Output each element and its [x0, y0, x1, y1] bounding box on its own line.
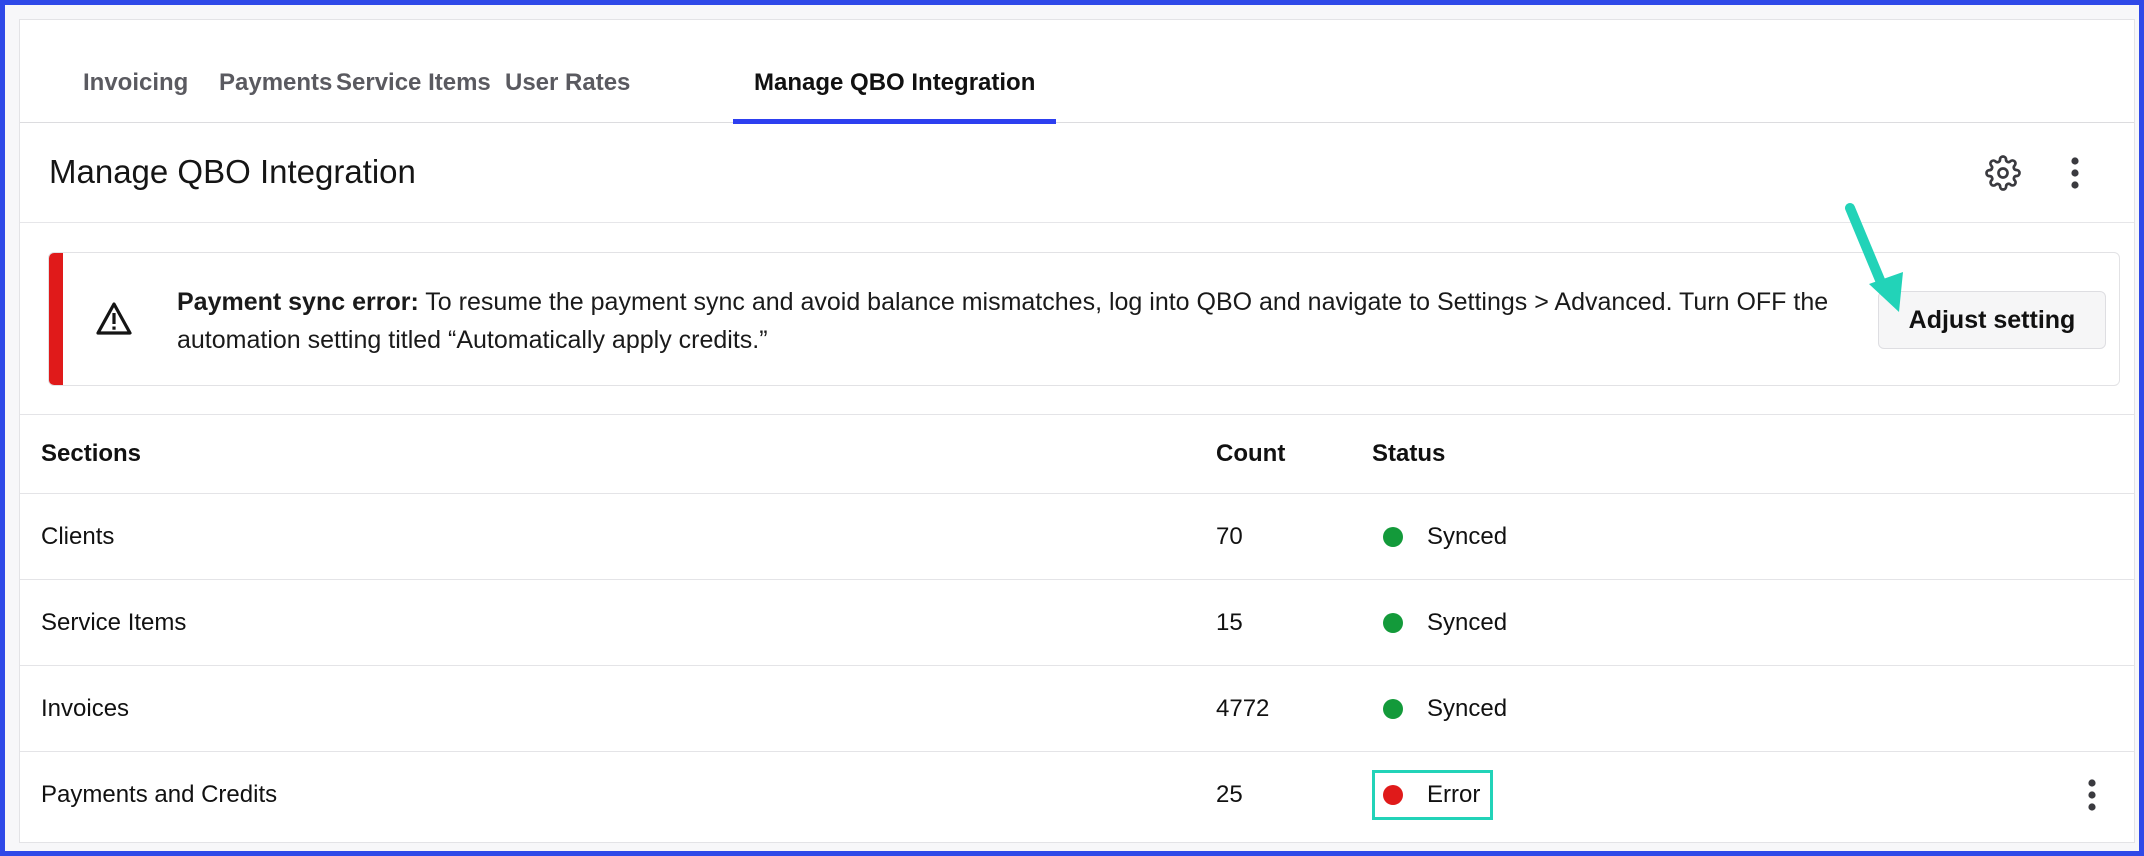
status-badge: Synced	[1372, 512, 1520, 562]
page-title: Manage QBO Integration	[49, 153, 416, 190]
status-dot-icon	[1383, 785, 1403, 805]
tab-label: Service Items	[336, 69, 491, 96]
column-header-count: Count	[1216, 440, 1286, 467]
column-header-status: Status	[1372, 440, 1446, 467]
table-row: Service Items 15 Synced	[20, 580, 2134, 666]
section-count: 70	[1216, 522, 1243, 550]
adjust-setting-button[interactable]: Adjust setting	[1878, 291, 2106, 349]
section-count: 4772	[1216, 694, 1270, 722]
status-label: Error	[1427, 781, 1481, 808]
tab-label: User Rates	[505, 69, 631, 96]
annotation-arrow-icon	[1845, 203, 1903, 312]
kebab-menu-icon	[2071, 157, 2079, 189]
table-row: Invoices 4772 Synced	[20, 666, 2134, 752]
settings-button[interactable]	[1981, 151, 2025, 195]
tab-manage-qbo-integration[interactable]: Manage QBO Integration	[733, 68, 1057, 124]
more-options-button[interactable]	[2053, 151, 2097, 195]
column-header-sections: Sections	[41, 440, 142, 467]
alert-title: Payment sync error:	[177, 288, 419, 316]
status-dot-icon	[1383, 526, 1403, 547]
tab-bar: Invoicing Payments Service Items User Ra…	[20, 20, 2134, 124]
main-card: Invoicing Payments Service Items User Ra…	[19, 19, 2135, 843]
tab-service-items[interactable]: Service Items	[315, 68, 512, 123]
table-header-row: Sections Count Status	[20, 415, 2134, 494]
section-count: 25	[1216, 781, 1243, 808]
section-name: Service Items	[41, 608, 187, 636]
tab-label: Manage QBO Integration	[754, 69, 1036, 96]
status-cell: Synced	[1372, 580, 1520, 665]
active-tab-indicator	[733, 119, 1057, 124]
section-name: Payments and Credits	[41, 781, 278, 808]
status-label: Synced	[1427, 522, 1508, 550]
status-badge: Synced	[1372, 684, 1520, 734]
tab-label: Payments	[219, 69, 333, 96]
section-count: 15	[1216, 608, 1243, 636]
section-name: Clients	[41, 522, 115, 550]
payment-sync-error-alert: Payment sync error: To resume the paymen…	[48, 252, 2120, 386]
status-label: Synced	[1427, 694, 1508, 722]
kebab-menu-icon	[2088, 779, 2096, 811]
gear-icon	[1985, 155, 2021, 191]
tab-payments[interactable]: Payments	[198, 68, 353, 123]
table-row: Clients 70 Synced	[20, 494, 2134, 580]
status-dot-icon	[1383, 698, 1403, 719]
alert-accent-bar	[49, 253, 63, 385]
tab-invoicing[interactable]: Invoicing	[62, 68, 209, 123]
warning-triangle-icon	[96, 302, 132, 335]
status-badge: Synced	[1372, 598, 1520, 648]
section-name: Invoices	[41, 694, 130, 722]
status-label: Synced	[1427, 608, 1508, 636]
page-header: Manage QBO Integration	[20, 123, 2134, 223]
tab-label: Invoicing	[83, 69, 189, 96]
alert-message: Payment sync error: To resume the paymen…	[177, 283, 1877, 359]
row-more-options-button[interactable]	[2070, 773, 2114, 817]
status-cell: Synced	[1372, 666, 1520, 751]
table-row: Payments and Credits 25 Error	[20, 752, 2134, 838]
tab-user-rates[interactable]: User Rates	[484, 68, 651, 123]
status-dot-icon	[1383, 612, 1403, 633]
sections-table: Sections Count Status Clients 70 Synced …	[20, 414, 2134, 838]
alert-body: To resume the payment sync and avoid bal…	[177, 288, 1829, 354]
status-cell: Synced	[1372, 494, 1520, 579]
status-badge-error: Error	[1372, 770, 1494, 820]
status-cell: Error	[1372, 752, 1494, 838]
